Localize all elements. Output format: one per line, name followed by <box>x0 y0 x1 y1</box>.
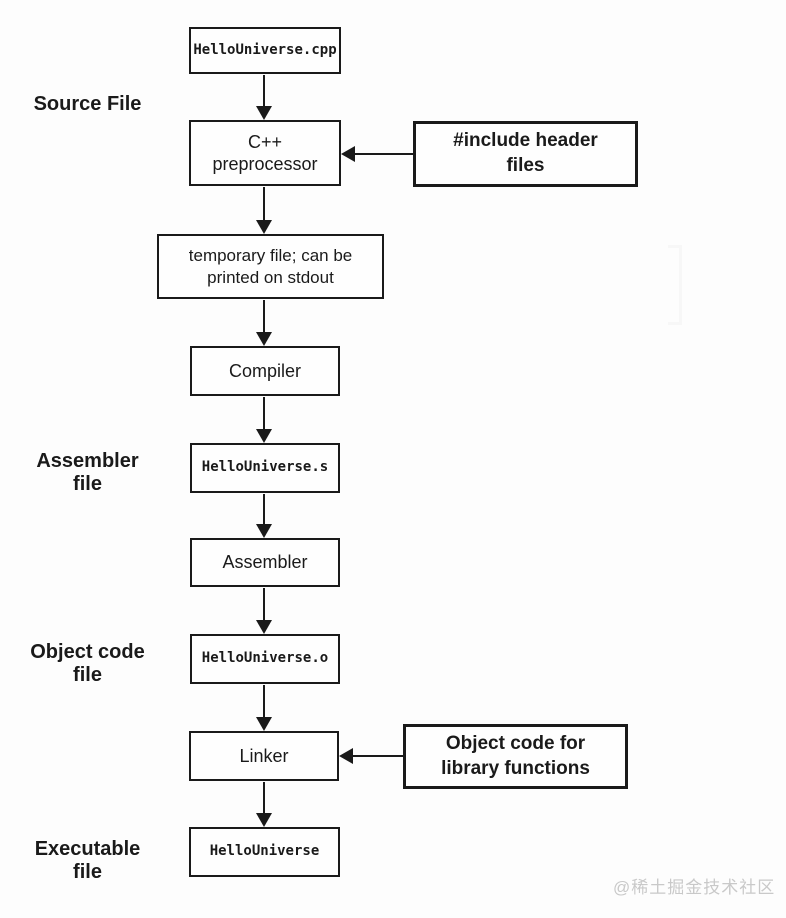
arrow-library-to-linker-icon <box>339 748 403 764</box>
stage-label-assembler-file: Assembler file <box>36 450 139 495</box>
node-executable-file: HelloUniverse <box>189 827 340 877</box>
stage-label-source-file: Source File <box>33 93 142 115</box>
node-assembler-file: HelloUniverse.s <box>190 443 340 493</box>
node-object-code-file: HelloUniverse.o <box>190 634 340 684</box>
stage-label-executable-file: Executable file <box>34 838 141 883</box>
node-linker: Linker <box>189 731 339 781</box>
stage-label-object-code-file: Object code file <box>30 641 145 686</box>
arrow-headers-to-preprocessor-icon <box>341 146 413 162</box>
node-temporary-file: temporary file; can be printed on stdout <box>157 234 384 299</box>
arrow-objfile-to-linker-icon <box>256 685 272 731</box>
arrow-asmfile-to-assembler-icon <box>256 494 272 538</box>
arrow-preprocessor-to-tempfile-icon <box>256 187 272 234</box>
node-cpp-preprocessor: C++ preprocessor <box>189 120 341 186</box>
arrow-tempfile-to-compiler-icon <box>256 300 272 346</box>
arrow-assembler-to-objfile-icon <box>256 588 272 634</box>
node-source-cpp-file: HelloUniverse.cpp <box>189 27 341 74</box>
node-library-object-code: Object code for library functions <box>403 724 628 789</box>
arrow-source-to-preprocessor-icon <box>256 75 272 120</box>
node-assembler: Assembler <box>190 538 340 587</box>
node-compiler: Compiler <box>190 346 340 396</box>
arrow-linker-to-executable-icon <box>256 782 272 827</box>
watermark-text: @稀土掘金技术社区 <box>613 878 776 897</box>
faint-bracket-artifact <box>668 245 682 325</box>
node-include-header-files: #include header files <box>413 121 638 187</box>
arrow-compiler-to-asmfile-icon <box>256 397 272 443</box>
